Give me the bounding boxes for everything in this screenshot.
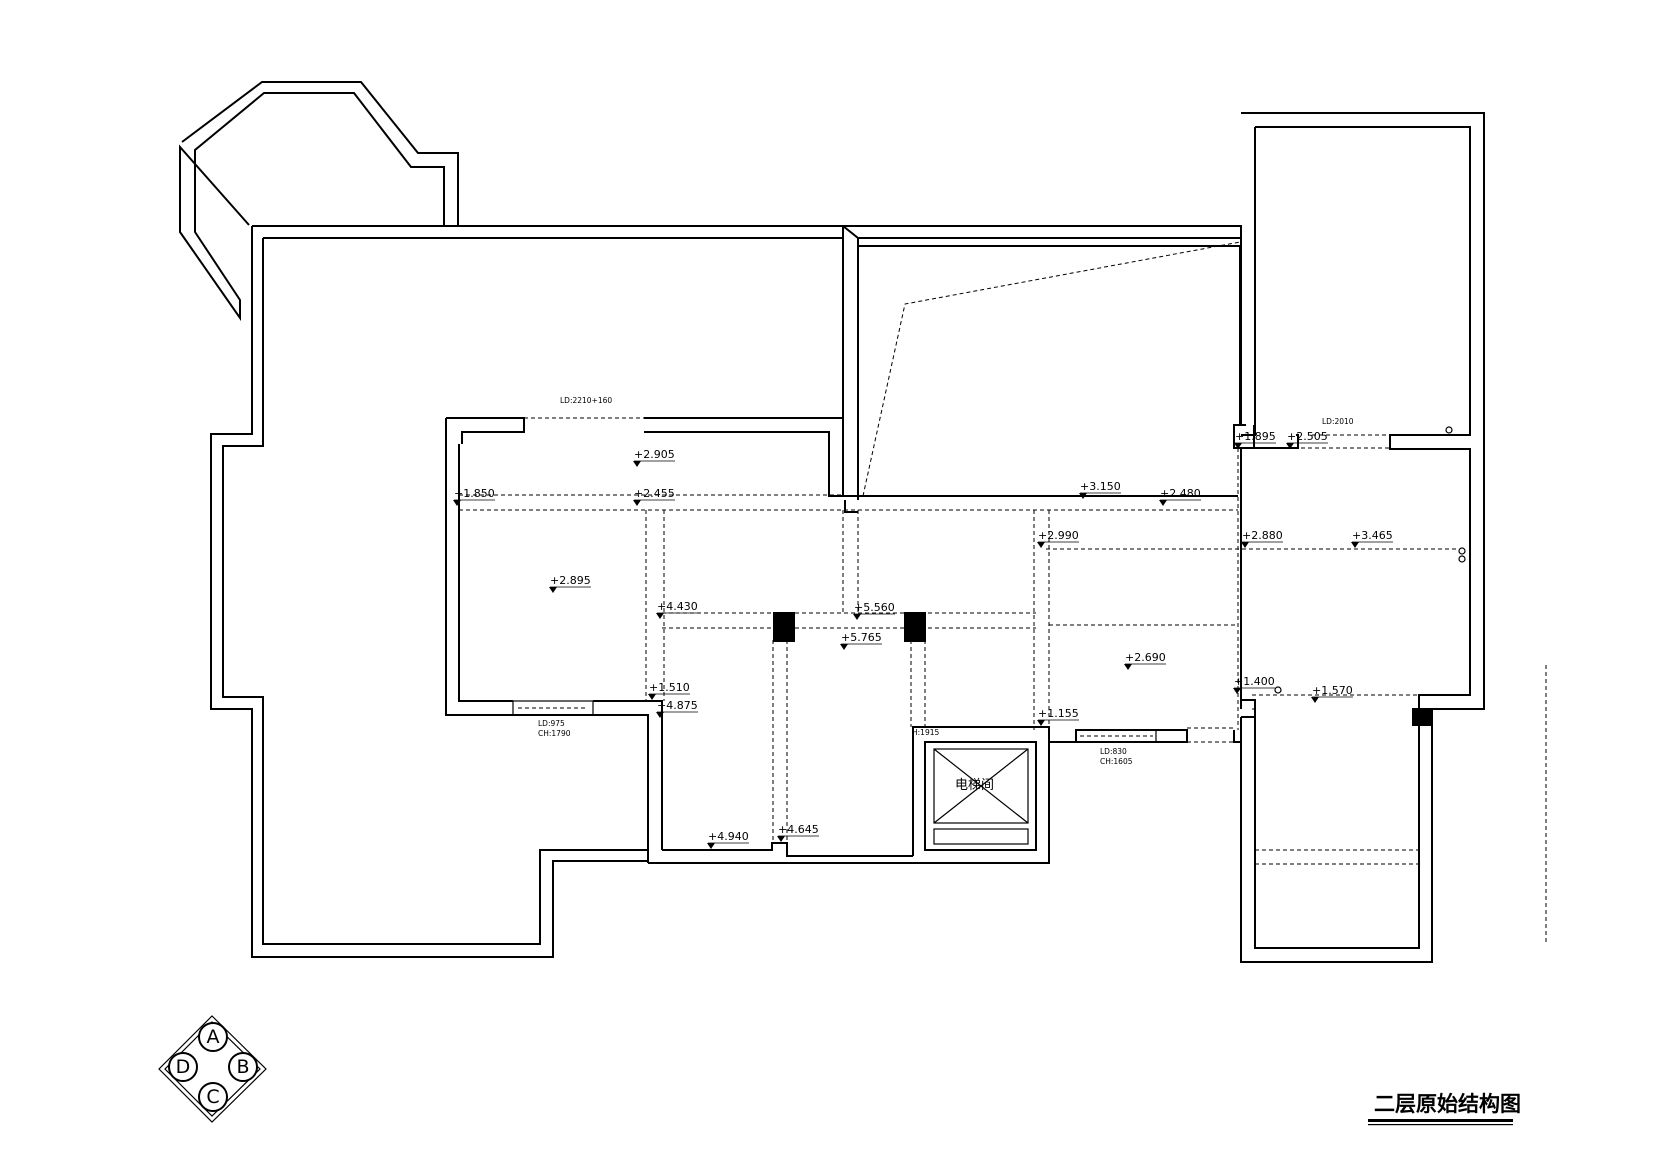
level-marker-l_2895 <box>549 587 557 593</box>
window-ld-left: LD:975 <box>538 719 565 728</box>
level-label-l_4645: +4.645 <box>778 823 819 836</box>
level-marker-l_2505 <box>1286 443 1294 449</box>
beam-lines <box>459 417 1547 945</box>
window-ch-left: CH:1790 <box>538 729 571 738</box>
level-marker-l_1895 <box>1234 443 1242 449</box>
level-marker-l_2905 <box>633 461 641 467</box>
left-room-walls <box>210 225 843 958</box>
level-label-l_3465: +3.465 <box>1352 529 1393 542</box>
level-label-l_4875: +4.875 <box>657 699 698 712</box>
level-label-l_5560: +5.560 <box>854 601 895 614</box>
window-ld-middle: LD:830 <box>1100 747 1127 756</box>
level-label-l_1570: +1.570 <box>1312 684 1353 697</box>
level-marker-l_2990 <box>1037 542 1045 548</box>
level-label-l_1400: +1.400 <box>1234 675 1275 688</box>
level-marker-l_2480 <box>1159 500 1167 506</box>
level-marker-l_5765 <box>840 644 848 650</box>
level-label-l_1850: +1.850 <box>454 487 495 500</box>
level-marker-l_4645 <box>777 836 785 842</box>
compass-c: C <box>206 1086 219 1108</box>
elevator-room-label: 电梯间 <box>955 778 994 793</box>
column-3 <box>1412 708 1432 726</box>
window-ch-middle: CH:1605 <box>1100 757 1133 766</box>
octagon-balcony <box>179 81 459 322</box>
level-marker-l_4940 <box>707 843 715 849</box>
compass-a: A <box>207 1026 220 1048</box>
level-marker-l_3150 <box>1079 493 1087 499</box>
inner-walls <box>445 225 1242 863</box>
compass-symbol: A B C D <box>158 1015 267 1123</box>
level-label-l_4940: +4.940 <box>708 830 749 843</box>
compass-b: B <box>236 1056 249 1078</box>
level-marker-l_1510 <box>648 694 656 700</box>
level-marker-l_1155 <box>1037 720 1045 726</box>
column-1 <box>773 612 795 642</box>
level-marker-l_5560 <box>853 614 861 620</box>
level-label-l_2480: +2.480 <box>1160 487 1201 500</box>
level-label-l_1510: +1.510 <box>649 681 690 694</box>
level-markers: +2.905 +1.850 +2.455 +3.150 +2.480 +1.895 +2.5… <box>453 430 1393 849</box>
window-label-top-right: LD:2010 <box>1322 417 1354 426</box>
level-marker-l_3465 <box>1351 542 1359 548</box>
level-label-l_2505: +2.505 <box>1287 430 1328 443</box>
level-label-l_3150: +3.150 <box>1080 480 1121 493</box>
level-label-l_5765: +5.765 <box>841 631 882 644</box>
level-marker-l_2455 <box>633 500 641 506</box>
elevator-height-label: H:1915 <box>912 728 939 737</box>
level-marker-l_2690 <box>1124 664 1132 670</box>
level-marker-l_4875 <box>656 712 664 718</box>
window-label-top-left: LD:2210+160 <box>560 396 612 405</box>
drawing-title: 二层原始结构图 <box>1374 1092 1521 1116</box>
level-label-l_4430: +4.430 <box>657 600 698 613</box>
level-label-l_2905: +2.905 <box>634 448 675 461</box>
window-left-bottom <box>512 700 594 716</box>
level-label-l_1155: +1.155 <box>1038 707 1079 720</box>
level-marker-l_1850 <box>453 500 461 506</box>
level-marker-l_1400 <box>1233 688 1241 694</box>
upper-right-room <box>858 226 1255 497</box>
level-label-l_2690: +2.690 <box>1125 651 1166 664</box>
elevator-room <box>924 741 1037 851</box>
level-label-l_2455: +2.455 <box>634 487 675 500</box>
level-marker-l_1570 <box>1311 697 1319 703</box>
level-marker-l_2880 <box>1241 542 1249 548</box>
level-label-l_2895: +2.895 <box>550 574 591 587</box>
level-label-l_1895: +1.895 <box>1235 430 1276 443</box>
level-label-l_2880: +2.880 <box>1242 529 1283 542</box>
column-2 <box>904 612 926 642</box>
compass-d: D <box>176 1056 191 1078</box>
level-label-l_2990: +2.990 <box>1038 529 1079 542</box>
window-middle-bottom <box>1075 729 1157 743</box>
level-marker-l_4430 <box>656 613 664 619</box>
